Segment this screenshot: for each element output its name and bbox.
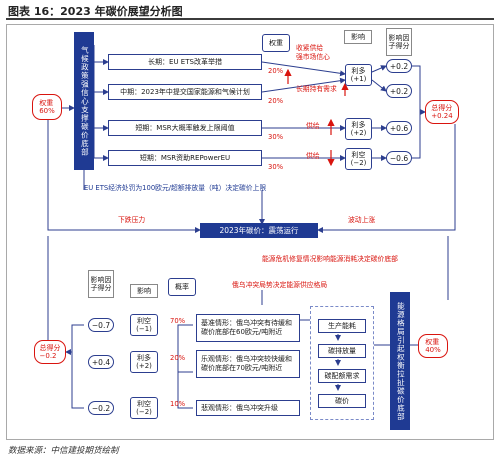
energy-crisis-note: 能源危机修复情况影响能源消耗决定碳价底部 [262, 255, 398, 263]
pct-short-term-1: 30% [268, 133, 284, 141]
chain-container [310, 306, 374, 420]
annotation-supply-2: 供给 [306, 152, 320, 160]
probability-column-header: 概率 [168, 278, 196, 296]
scenario-optimistic: 乐观情形：俄乌冲突较快缓和 碳价底部在70欧元/吨附近 [196, 350, 300, 378]
russia-ukraine-note: 俄乌冲突局势决定能源供应格局 [232, 281, 328, 289]
bottom-impact-3: 利空 (−2) [130, 397, 158, 419]
prob-optimistic: 20% [170, 354, 186, 362]
bottom-impact-column-header: 影响 [130, 284, 158, 298]
prob-pessimistic: 10% [170, 400, 186, 408]
bottom-score-3: −0.2 [88, 401, 114, 415]
scenario-pessimistic: 悲观情形：俄乌冲突升级 [196, 400, 300, 416]
row-mid-term: 中期：2023年中提交国家能源和气候计划 [108, 84, 262, 100]
annotation-supply-1: 供给 [306, 122, 320, 130]
impact-bull-2: 利多 (+2) [345, 118, 372, 140]
pct-mid-term: 20% [268, 97, 284, 105]
score-2: +0.2 [386, 84, 412, 98]
row-short-term-repowereu: 短期：MSR资助REPowerEU [108, 150, 262, 166]
title-divider [6, 18, 494, 20]
bottom-score-1: −0.7 [88, 318, 114, 332]
pct-long-term: 20% [268, 67, 284, 75]
upward-fluctuation-label: 波动上涨 [348, 216, 376, 224]
downward-pressure-label: 下跌压力 [118, 216, 146, 224]
impact-bull-1: 利多 (+1) [345, 64, 372, 86]
scenario-base: 基准情形：俄乌冲突有待缓和 碳价底部在60欧元/吨附近 [196, 314, 300, 342]
penalty-note: EU ETS经济处罚为100欧元/超额排放量（吨）决定碳价上限 [84, 184, 267, 192]
factor-column-header: 影响因子得分 [386, 28, 412, 56]
prob-base: 70% [170, 317, 186, 325]
diagram-frame [6, 24, 494, 440]
figure-title: 图表 16：2023 年碳价展望分析图 [8, 5, 183, 18]
bottom-total-score: 总得分 −0.2 [34, 340, 66, 364]
score-4: −0.6 [386, 151, 412, 165]
row-long-term: 长期：EU ETS改革举措 [108, 54, 262, 70]
chain-production-energy: 生产能耗 [318, 319, 366, 333]
score-1: +0.2 [386, 59, 412, 73]
pct-short-term-2: 30% [268, 163, 284, 171]
weight-column-header: 权重 [262, 34, 290, 52]
chain-allowance-demand: 碳配额需求 [318, 369, 366, 383]
climate-policy-vertical: 气候政策强信心支撑碳价底部 [74, 32, 94, 170]
energy-structure-vertical: 能源格局引起权衡拉扯碳价底部 [390, 292, 410, 430]
impact-column-header: 影响 [344, 30, 372, 44]
bottom-score-2: +0.4 [88, 355, 114, 369]
top-total-score: 总得分 +0.24 [425, 100, 459, 124]
chain-carbon-emissions: 碳排放量 [318, 344, 366, 358]
annotation-long-hold-demand: 长期持有需求 [296, 85, 337, 93]
bottom-factor-column-header: 影响因子得分 [88, 270, 114, 298]
annotation-supply-confidence: 收紧供给 强市场信心 [296, 44, 330, 61]
score-3: +0.6 [386, 121, 412, 135]
bottom-impact-1: 利空 (−1) [130, 314, 158, 336]
chain-carbon-price: 碳价 [318, 394, 366, 408]
row-short-term-msr-threshold: 短期：MSR大概率触发上限阈值 [108, 120, 262, 136]
weight-40-badge: 权重 40% [418, 334, 448, 358]
weight-60-badge: 权重 60% [32, 94, 62, 120]
impact-bear-2: 利空 (−2) [345, 148, 372, 170]
bottom-impact-2: 利多 (+2) [130, 351, 158, 373]
center-carbon-price-outlook: 2023年碳价：震荡运行 [200, 223, 318, 238]
source-note: 数据来源：中信建投期货绘制 [8, 446, 119, 456]
